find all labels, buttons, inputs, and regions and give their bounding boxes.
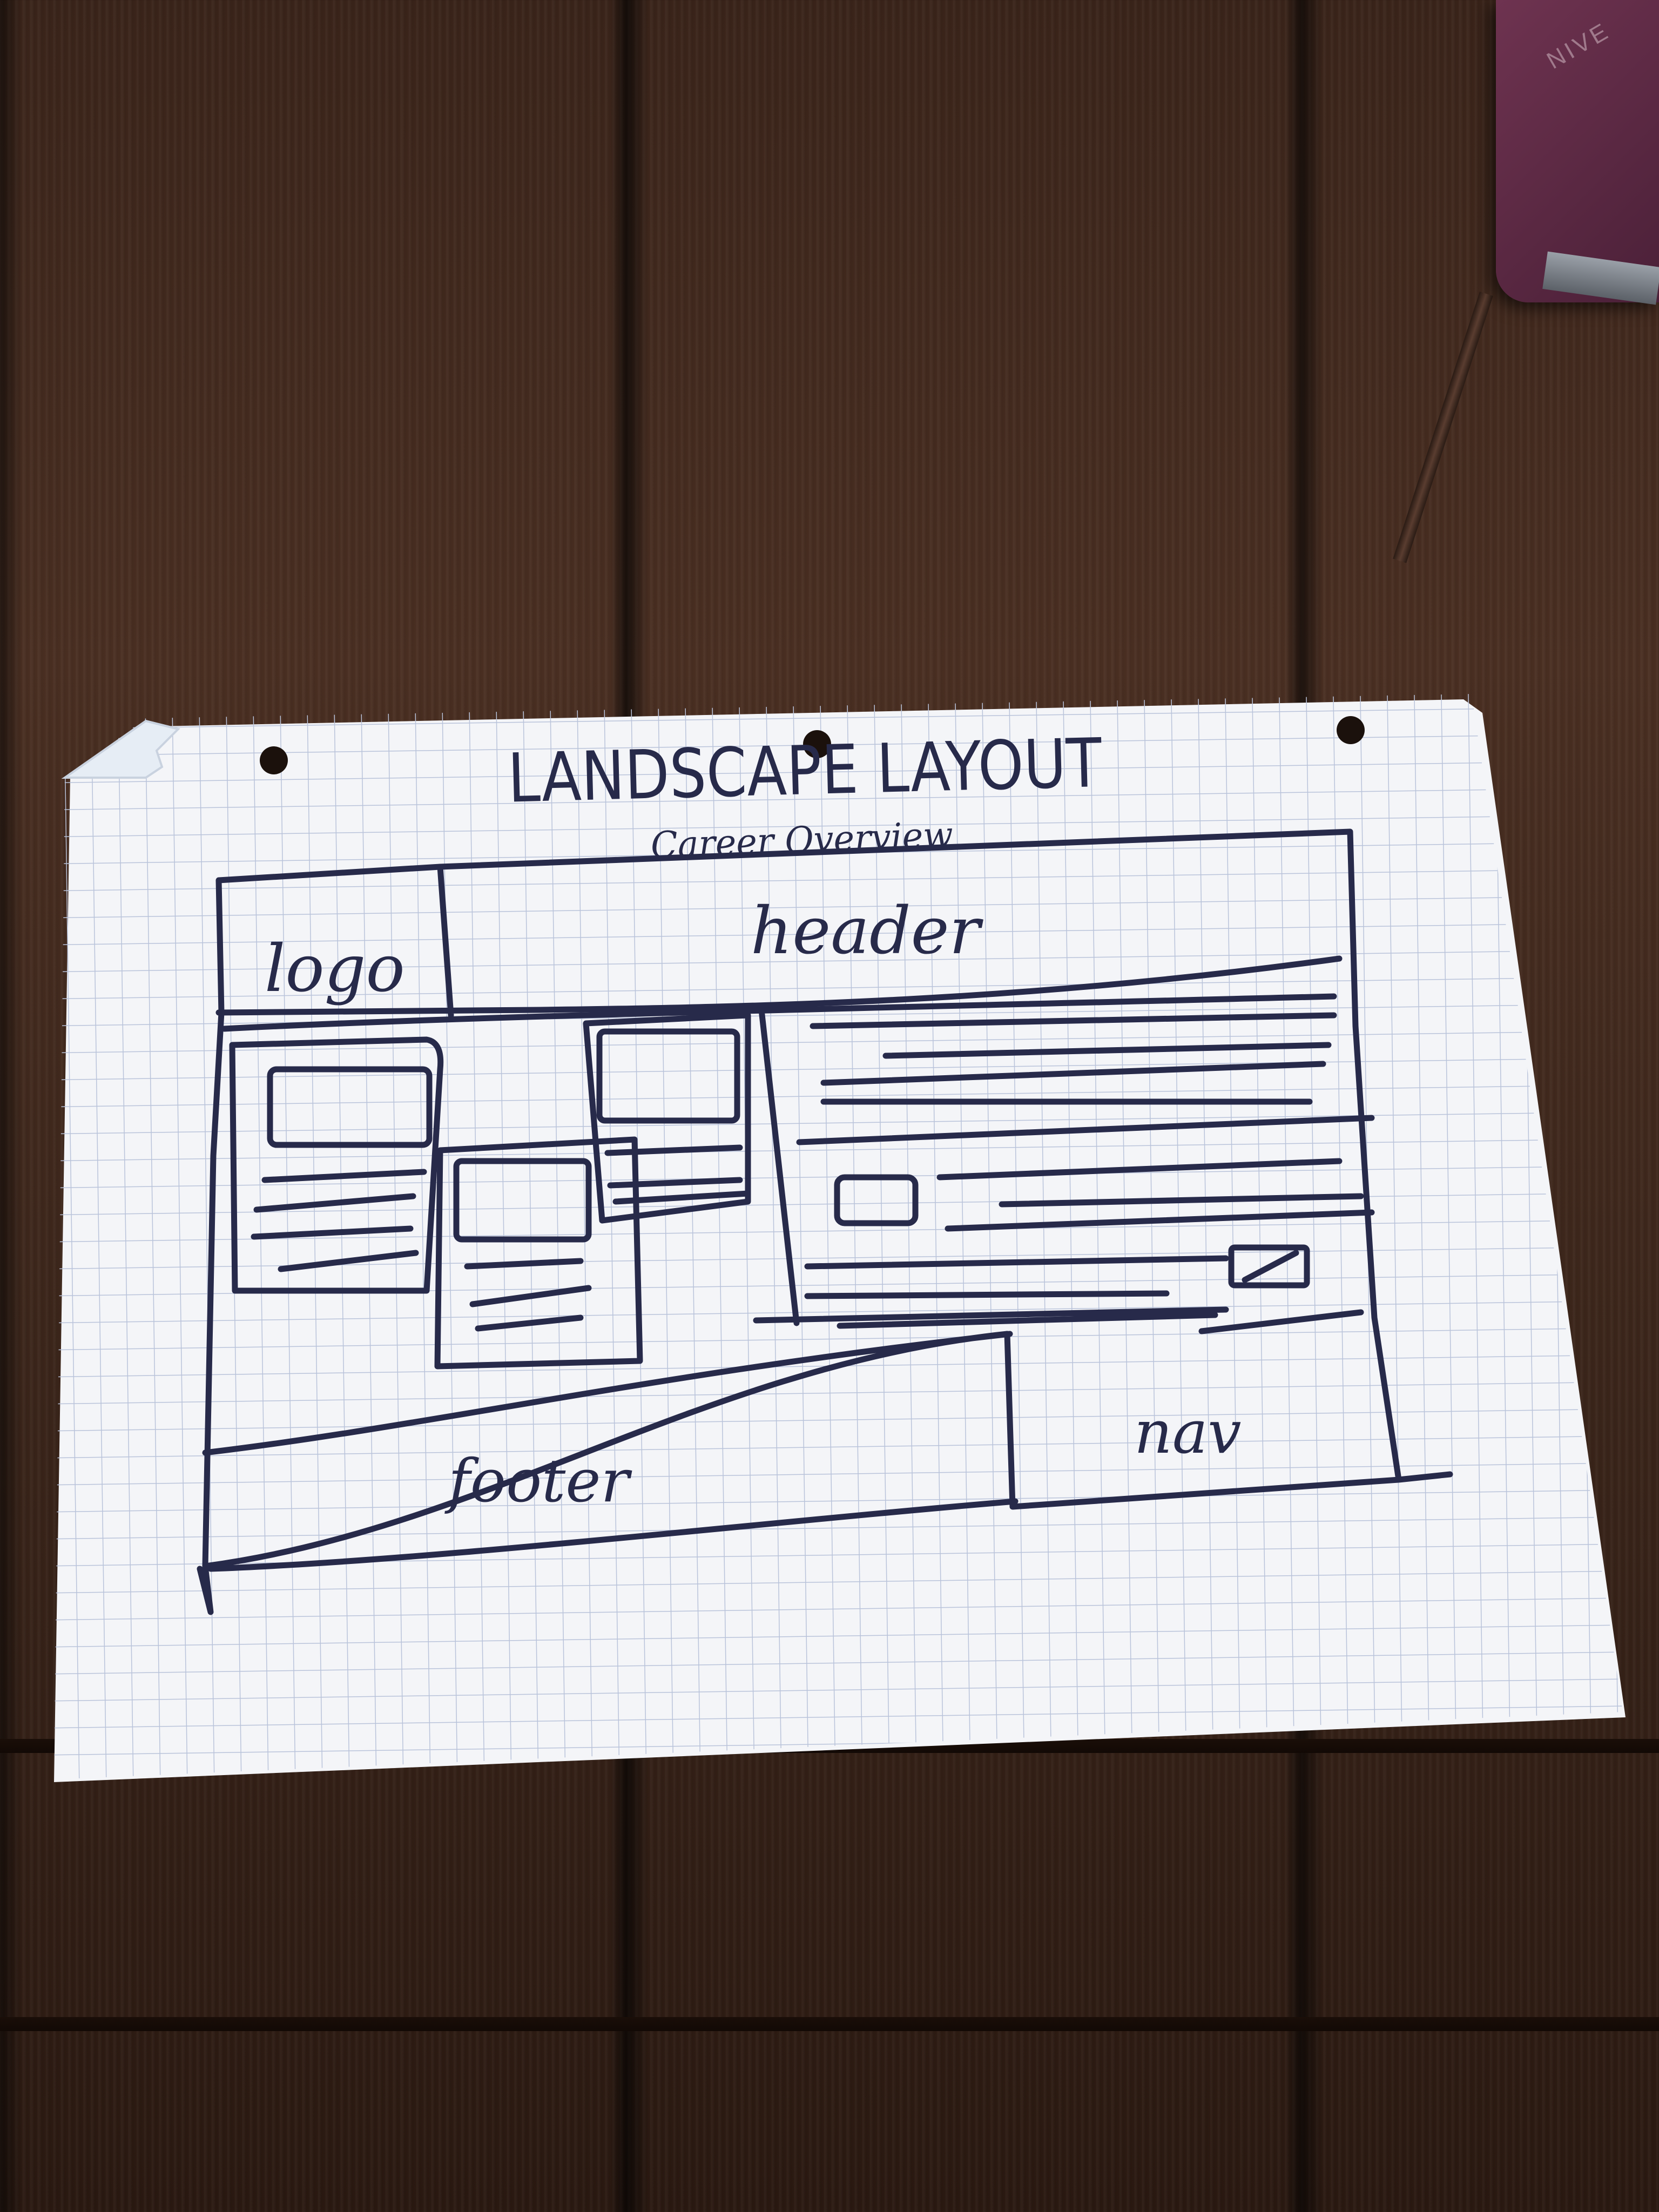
card-two	[434, 1136, 643, 1370]
article-text	[753, 1012, 1375, 1334]
wood-seam-lower	[0, 2017, 1659, 2031]
card-one-image	[267, 1066, 433, 1148]
card-two-image	[453, 1158, 592, 1243]
header-region	[215, 864, 1343, 1019]
footer-label: footer	[444, 1446, 632, 1515]
notebook-corner	[1496, 0, 1659, 302]
footer-region	[202, 1331, 1019, 1572]
logo-label: logo	[265, 932, 405, 1007]
card-three-image	[596, 1028, 740, 1124]
binder-hole-right	[1337, 716, 1365, 744]
nav-label: nav	[1134, 1398, 1242, 1467]
article-button-slash	[1242, 1250, 1299, 1283]
card-one-text	[251, 1169, 427, 1272]
card-two-text	[464, 1258, 592, 1332]
article-thumbnail	[834, 1174, 919, 1226]
card-one	[229, 1036, 444, 1294]
content-divider	[758, 1007, 800, 1326]
article-button	[1228, 1244, 1310, 1289]
binder-hole-left	[260, 746, 288, 774]
sketch-title: LANDSCAPE LAYOUT	[507, 724, 1103, 818]
card-three-text	[604, 1144, 751, 1205]
header-label: header	[751, 894, 984, 969]
binder-hole-middle	[803, 730, 831, 758]
card-three	[583, 1012, 751, 1224]
torn-corner	[61, 719, 180, 779]
content-top-border	[221, 993, 1337, 1032]
